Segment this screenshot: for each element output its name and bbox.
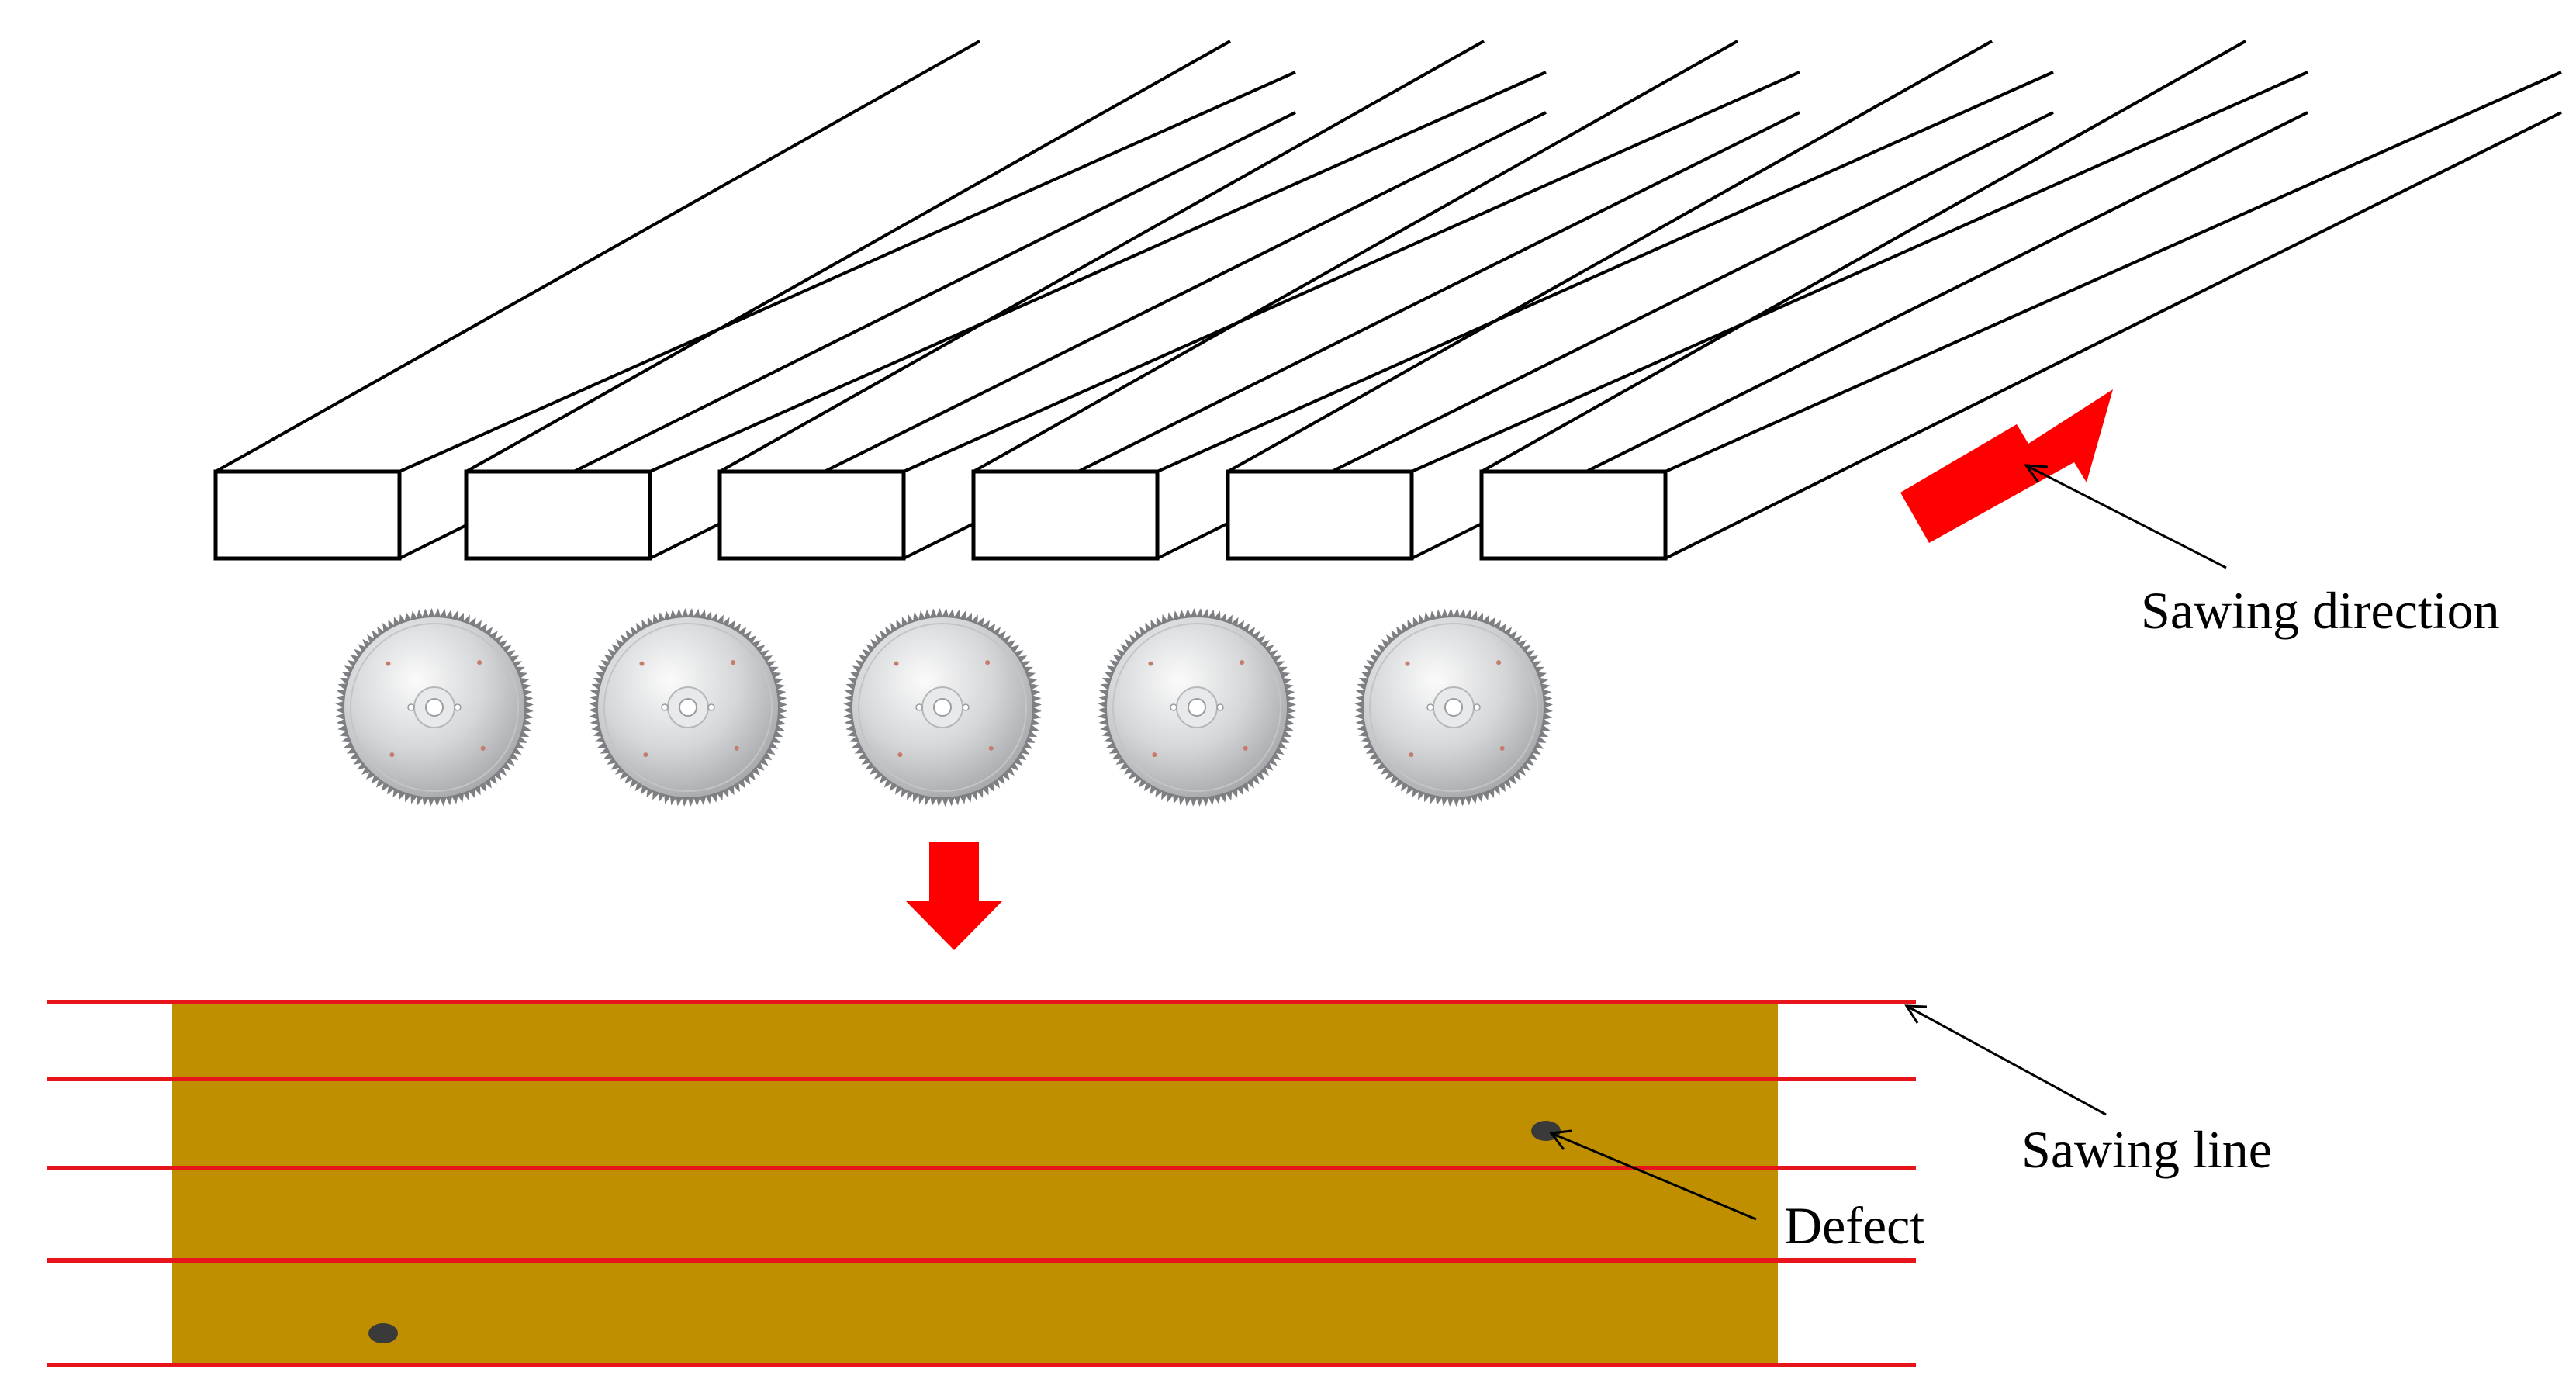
sawing-direction-label: Sawing direction <box>2141 581 2500 640</box>
board-icon <box>1226 40 2308 561</box>
sawing-line-leader <box>1904 1004 2107 1116</box>
defect-label: Defect <box>1784 1196 1924 1255</box>
saw-blade-icon <box>589 608 787 807</box>
saw-blade-icon <box>335 608 534 807</box>
saw-blade-icon <box>1354 608 1553 807</box>
board-icon <box>464 40 1547 561</box>
boards-group <box>213 40 2562 561</box>
board-icon <box>717 40 1800 561</box>
defect-knot <box>368 1323 398 1343</box>
defect-leader <box>1549 1129 1757 1221</box>
saw-blade-icon <box>1098 608 1296 807</box>
wood-board <box>172 1002 1778 1364</box>
process-arrow-icon <box>906 842 1002 950</box>
sawing-line-label: Sawing line <box>2021 1120 2272 1179</box>
saw-blade-icon <box>843 608 1042 807</box>
saw-blades-group <box>335 608 1553 807</box>
sawing-direction-arrow-icon <box>1900 389 2113 543</box>
sawing-lines-group <box>47 1000 1916 1367</box>
sawing-direction-leader <box>2023 464 2227 569</box>
board-icon <box>1479 40 2562 561</box>
